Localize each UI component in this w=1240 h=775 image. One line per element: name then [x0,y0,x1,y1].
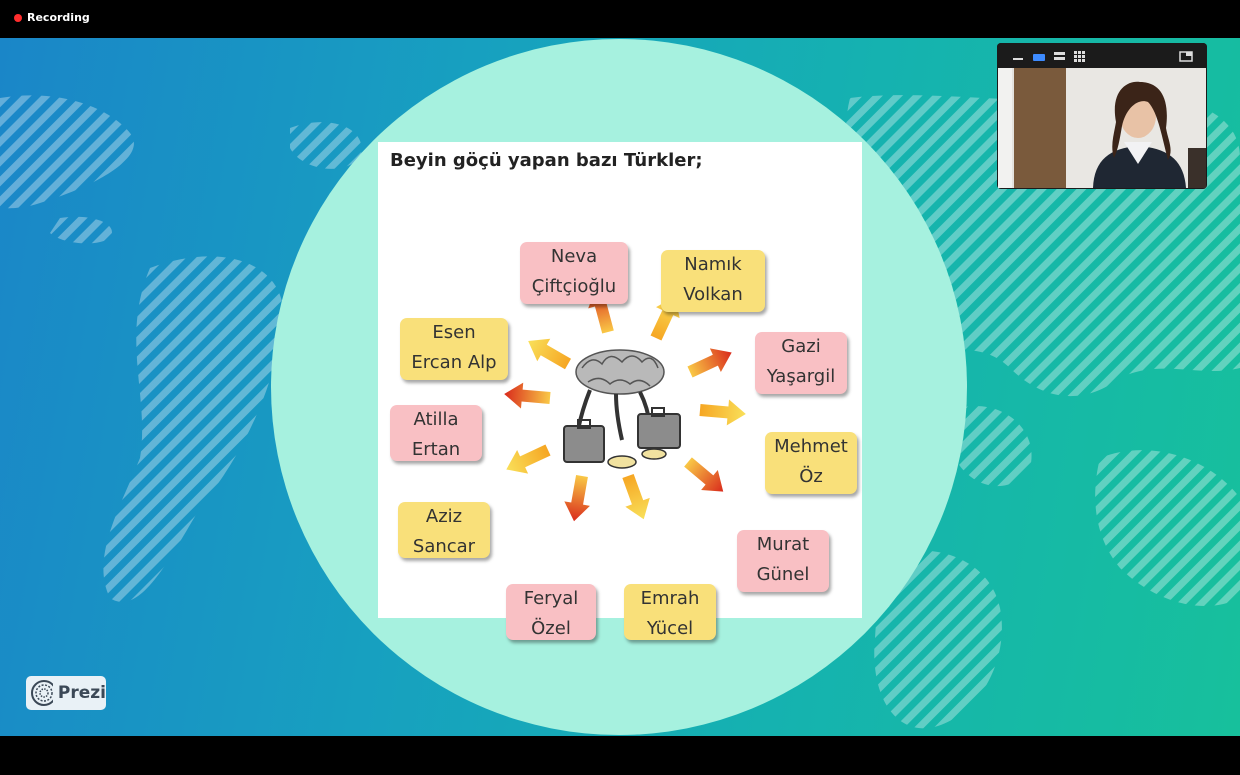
name-box-emrah: Emrah Yücel [624,584,716,640]
camera-thumbnail[interactable] [997,43,1207,189]
name-first: Namık [684,254,742,275]
name-box-gazi: Gazi Yaşargil [755,332,847,394]
speaker-view-icon[interactable] [1033,54,1045,61]
prezi-badge[interactable]: Prezi [26,676,106,710]
pip-icon[interactable] [1179,51,1193,62]
name-box-feryal: Feryal Özel [506,584,596,640]
grid-view-icon[interactable] [1074,51,1085,62]
name-box-namik: Namık Volkan [661,250,765,312]
name-box-aziz: Aziz Sancar [398,502,490,558]
recording-dot-icon [14,13,22,22]
name-first: Emrah [640,588,700,609]
name-first: Aziz [425,506,463,527]
camera-toolbar-icons [1013,51,1193,62]
name-first: Atilla [413,409,459,430]
name-first: Murat [756,534,810,555]
minimize-icon[interactable] [1013,58,1023,60]
name-box-murat: Murat Günel [737,530,829,592]
name-box-atilla: Atilla Ertan [390,405,482,461]
participant-video [998,68,1206,188]
name-last: Özel [531,618,571,639]
name-last: Volkan [683,284,743,305]
prezi-logo-icon [31,680,53,706]
name-first: Mehmet [774,436,848,457]
name-last: Yaşargil [766,366,836,387]
name-last: Sancar [412,536,476,557]
slide-frame: Beyin göçü yapan bazı Türkler; [378,142,862,640]
recording-indicator: Recording [14,11,90,24]
recording-label: Recording [27,11,90,24]
name-first: Feryal [523,588,579,609]
prezi-label: Prezi [57,683,106,703]
participant-video-frame [998,68,1206,188]
name-last: Yücel [646,618,694,639]
bottom-bar [0,736,1240,775]
name-last: Günel [756,564,810,585]
strip-view-icon[interactable] [1054,52,1065,60]
camera-toolbar [997,43,1207,68]
slide-title: Beyin göçü yapan bazı Türkler; [390,150,703,171]
brain-suitcase-icon [563,349,681,469]
name-last: Ertan [411,439,461,460]
name-box-mehmet: Mehmet Öz [765,432,857,494]
name-box-neva: Neva Çiftçioğlu [520,242,628,304]
name-first: Gazi [781,336,821,357]
name-last: Çiftçioğlu [531,276,617,297]
name-first: Neva [550,246,598,267]
top-bar: Recording [0,0,1240,38]
name-box-esen: Esen Ercan Alp [400,318,508,380]
name-last: Ercan Alp [411,352,497,373]
name-last: Öz [799,466,823,487]
name-first: Esen [432,322,476,343]
